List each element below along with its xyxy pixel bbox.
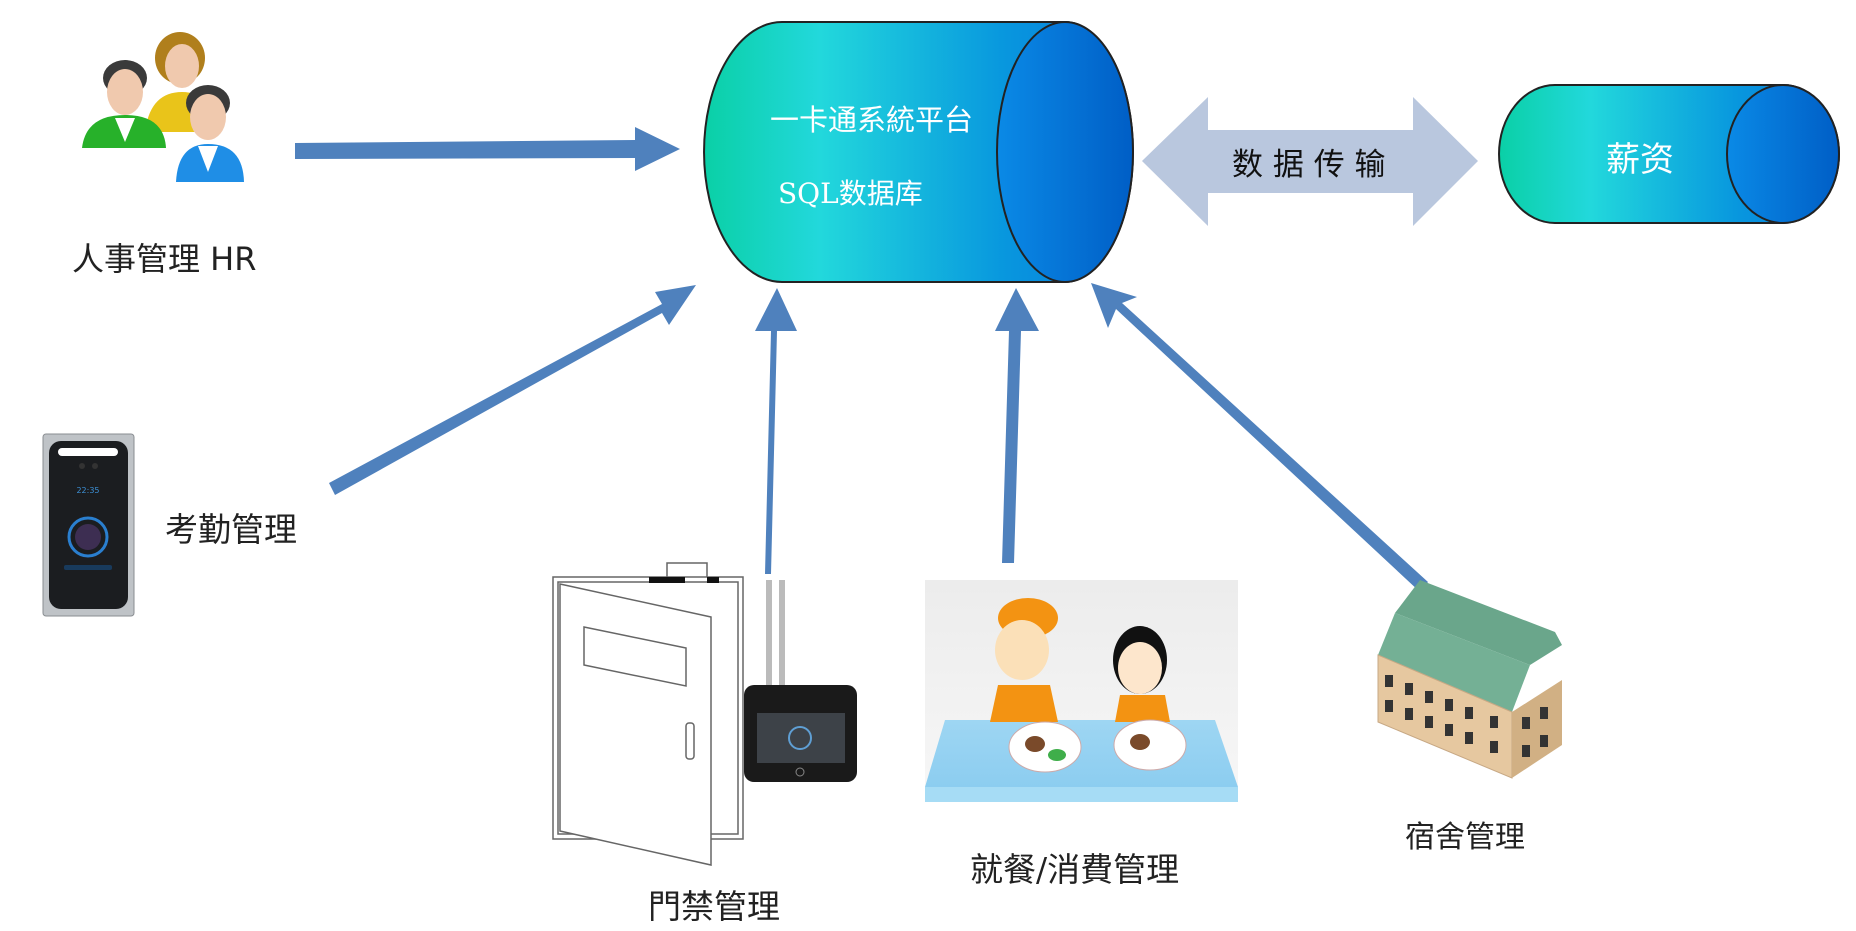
face-recognition-terminal-icon: 22:35 xyxy=(42,433,135,617)
central-db-subtitle: SQL数据库 xyxy=(778,177,923,210)
dorm-label: 宿舍管理 xyxy=(1405,820,1525,855)
cylinder-cap xyxy=(1726,84,1840,224)
access-label: 門禁管理 xyxy=(648,887,780,926)
salary-database-cylinder xyxy=(1498,84,1840,224)
dining-people-icon xyxy=(925,580,1238,802)
flow-arrows xyxy=(295,127,1428,592)
arrow-access-to-db xyxy=(755,288,797,574)
attendance-label: 考勤管理 xyxy=(165,510,297,549)
data-transfer-double-arrow xyxy=(1142,97,1478,226)
people-group-icon xyxy=(82,32,244,182)
arrow-hr-to-db xyxy=(295,127,680,171)
dining-label: 就餐/消費管理 xyxy=(970,850,1180,889)
central-db-title: 一卡通系統平台 xyxy=(770,103,974,137)
device-time-readout: 22:35 xyxy=(76,486,99,495)
cylinder-cap xyxy=(996,21,1134,283)
access-terminal-device xyxy=(744,685,857,782)
hr-label: 人事管理 HR xyxy=(72,240,257,278)
arrow-dining-to-db xyxy=(995,288,1039,563)
central-database-cylinder xyxy=(703,21,1134,283)
arrow-attendance-to-db xyxy=(329,285,696,495)
arrow-dorm-to-db xyxy=(1091,283,1428,592)
dormitory-building-icon xyxy=(1377,580,1562,779)
salary-db-label: 薪资 xyxy=(1606,140,1674,180)
door-access-control-icon xyxy=(552,562,785,866)
data-transfer-label: 数 据 传 输 xyxy=(1232,147,1386,183)
